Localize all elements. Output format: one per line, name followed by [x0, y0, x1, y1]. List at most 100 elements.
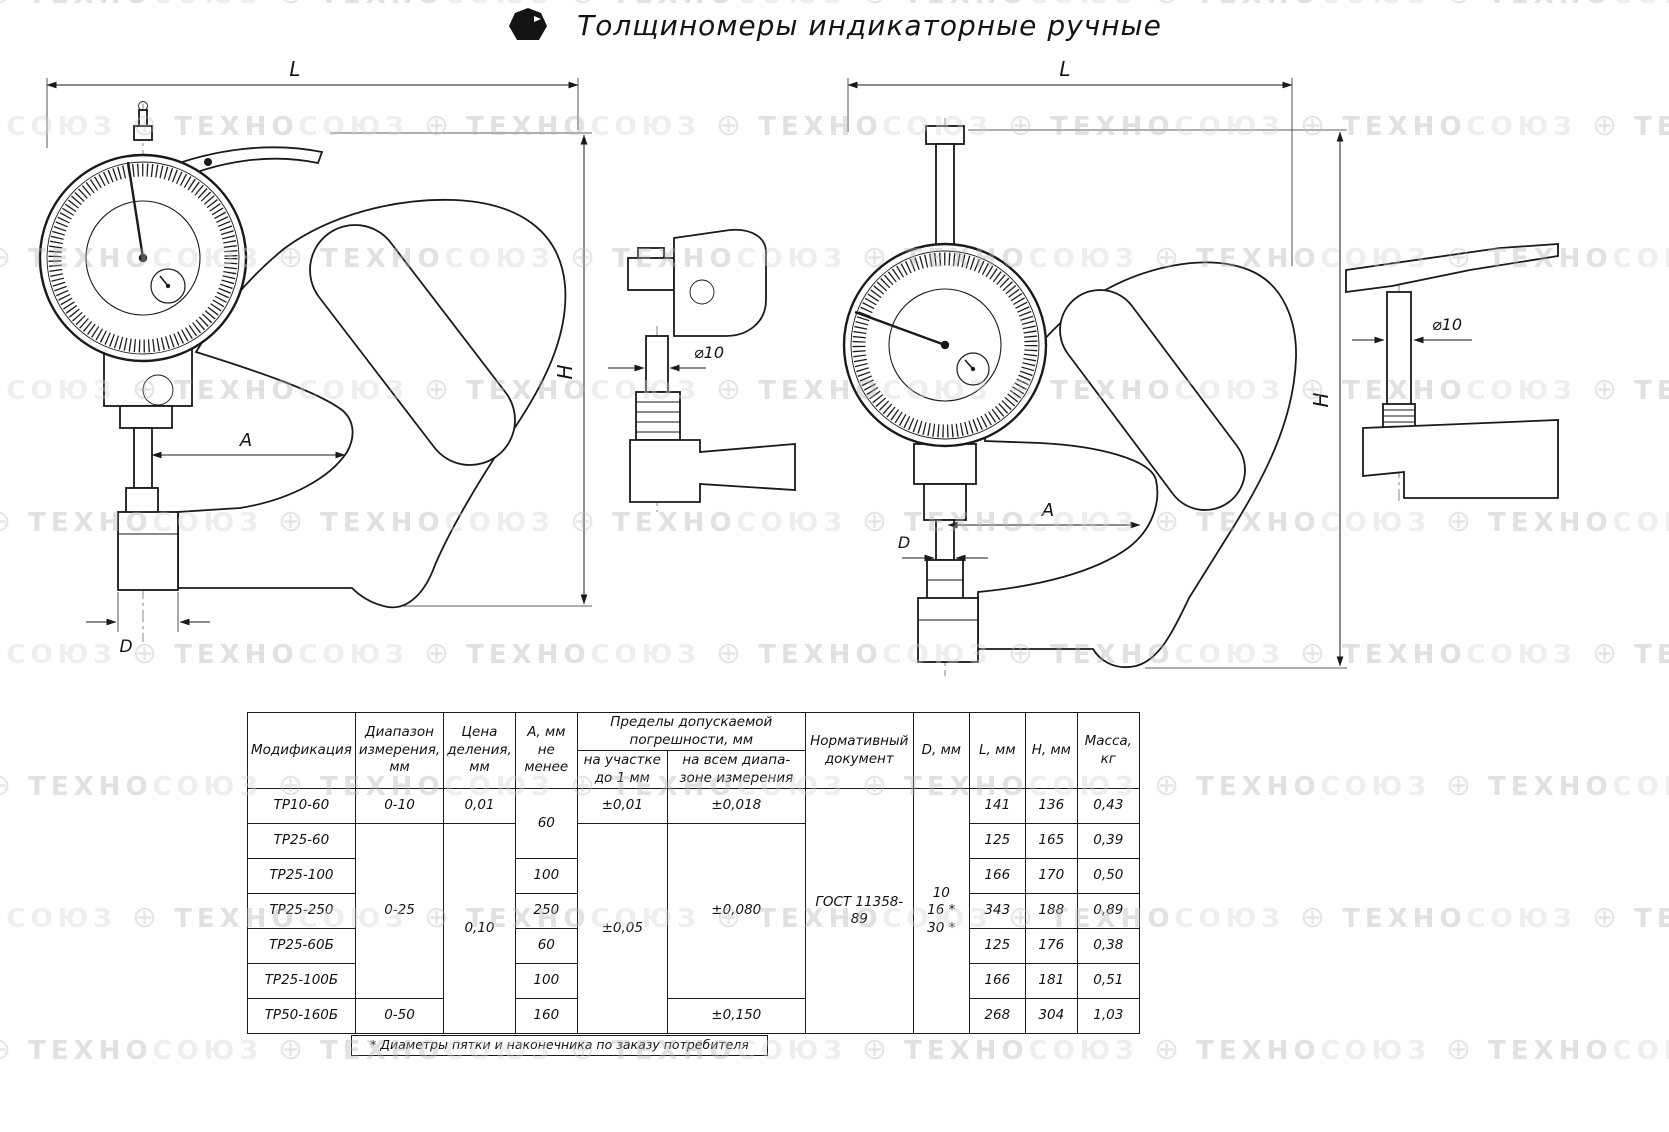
globe-icon: ⊕ — [1154, 1032, 1185, 1067]
right-dial-ticks — [852, 252, 1038, 438]
table-row: ТР25-60 0-25 0,10 ±0,05 ±0,080 125 165 0… — [247, 823, 1140, 1035]
header-cell-d: D, мм — [912, 711, 970, 790]
right-gauge-dimensions: L H A D — [847, 57, 1347, 669]
left-dial — [38, 153, 248, 363]
cell-doc: ГОСТ 11358-89 — [804, 788, 914, 1035]
right-spindle-housing — [913, 443, 977, 485]
cell-l: 343 — [968, 893, 1026, 930]
right-gauge-head-detail: ⌀10 — [1345, 243, 1559, 505]
cell-a: 60 — [514, 788, 578, 860]
left-stem-base — [133, 125, 153, 141]
globe-icon: ⊕ — [0, 768, 16, 803]
dim-label-H-left: H — [553, 364, 577, 379]
cell-mass: 1,03 — [1076, 998, 1140, 1035]
cell-mod: ТР25-60 — [247, 823, 356, 860]
cell-err2: ±0,080 — [666, 823, 806, 1000]
dim-label-dia10-left: ⌀10 — [694, 343, 724, 362]
detail-left-rod — [645, 335, 669, 393]
left-dial-ticks — [48, 163, 238, 353]
globe-icon: ⊕ — [0, 1032, 16, 1067]
detail-right-foot — [1362, 419, 1559, 499]
cell-l: 125 — [968, 823, 1026, 860]
page-title: Толщиномеры индикаторные ручные — [577, 8, 1162, 42]
globe-icon: ⊕ — [1446, 1032, 1477, 1067]
logo-stamp-icon: С — [509, 8, 548, 40]
header-cell-a-min: А, мм не менее — [514, 711, 578, 790]
left-gauge-head-detail: ⌀10 — [608, 228, 796, 512]
header-cell-division: Цена деления, мм — [443, 711, 516, 790]
left-frame-slot — [309, 224, 516, 466]
cell-l: 141 — [968, 788, 1026, 825]
dim-label-H-right: H — [1309, 392, 1333, 407]
cell-h: 304 — [1024, 998, 1078, 1035]
cell-a: 160 — [514, 998, 578, 1035]
cell-h: 136 — [1024, 788, 1078, 825]
right-anvil — [917, 597, 979, 663]
cell-err2: ±0,018 — [666, 788, 806, 825]
cell-err1: ±0,01 — [576, 788, 668, 825]
cell-range: 0-25 — [354, 823, 445, 1000]
right-plunger-cap — [925, 125, 965, 145]
left-dial-needle — [126, 161, 145, 259]
watermark-tile: ⊕ТЕХНОСОЮЗ — [0, 768, 263, 803]
header-cell-error-section: на участке до 1 мм — [576, 750, 668, 790]
dim-label-D-left: D — [119, 637, 132, 657]
cell-h: 188 — [1024, 893, 1078, 930]
detail-right-rod — [1386, 291, 1412, 407]
globe-icon: ⊕ — [1154, 768, 1185, 803]
left-spindle — [133, 427, 153, 489]
cell-mass: 0,43 — [1076, 788, 1140, 825]
cell-mod: ТР10-60 — [247, 788, 356, 825]
watermark-tile: ⊕ТЕХНОСОЮЗ — [1446, 768, 1669, 803]
right-plunger-rod — [935, 143, 955, 249]
detail-left-bands — [635, 391, 681, 441]
cell-a: 100 — [514, 858, 578, 895]
table-row: ТР50-160Б 0-50 160 ±0,150 268 304 1,03 — [247, 998, 1140, 1035]
technical-drawing: L H A D — [38, 57, 1559, 676]
watermark-tile: ⊕ТЕХНОСОЮЗ — [0, 904, 117, 934]
right-dial-needle — [854, 310, 946, 347]
watermark-tile: ⊕ТЕХНОСОЮЗ — [0, 1032, 263, 1067]
cell-l: 166 — [968, 858, 1026, 895]
table-row: ТР25-250 250 343 188 0,89 — [247, 893, 1140, 930]
spec-block: Модификация Диапазон измерения, мм Цена … — [247, 711, 1140, 1057]
right-frame — [977, 261, 1297, 669]
table-row: ТР10-60 0-10 0,01 60 ±0,01 ±0,018 ГОСТ 1… — [247, 788, 1140, 1035]
cell-h: 176 — [1024, 928, 1078, 965]
detail-left-foot — [629, 439, 796, 503]
cell-mod: ТР25-100Б — [247, 963, 356, 1000]
header-cell-error-limits: Пределы допускаемой погрешности, мм — [576, 711, 806, 752]
cell-mass: 0,51 — [1076, 963, 1140, 1000]
globe-icon: ⊕ — [1592, 900, 1623, 935]
watermark-tile: ⊕ТЕХНОСОЮЗ — [1446, 1032, 1669, 1067]
cell-division: 0,10 — [443, 823, 516, 1035]
left-gauge-dimensions: L H A D — [46, 57, 592, 657]
cell-mass: 0,38 — [1076, 928, 1140, 965]
header-cell-error-full: на всем диапа- зоне измерения — [666, 750, 806, 790]
header-cell-l: L, мм — [968, 711, 1026, 790]
spec-table: Модификация Диапазон измерения, мм Цена … — [247, 711, 1140, 1035]
cell-a: 60 — [514, 928, 578, 965]
cell-err2: ±0,150 — [666, 998, 806, 1035]
cell-range: 0-10 — [354, 788, 445, 825]
cell-l: 125 — [968, 928, 1026, 965]
left-spindle-collar — [125, 487, 159, 515]
dim-label-L-left: L — [289, 57, 300, 81]
watermark-tile: ⊕ТЕХНОСОЮЗ — [1592, 900, 1669, 935]
left-lever-pivot — [204, 158, 212, 166]
cell-mass: 0,39 — [1076, 823, 1140, 860]
detail-right-blade — [1345, 243, 1559, 294]
cell-h: 170 — [1024, 858, 1078, 895]
dim-label-A-right: A — [1041, 500, 1054, 521]
dim-label-D-right: D — [898, 533, 910, 552]
cell-err1: ±0,05 — [576, 823, 668, 1035]
header-cell-h: Н, мм — [1024, 711, 1078, 790]
left-lift-lever — [158, 146, 324, 184]
header-cell-document: Нормативный документ — [804, 711, 914, 790]
logo-letter: С — [522, 18, 535, 38]
table-row: ТР25-60Б 60 125 176 0,38 — [247, 928, 1140, 965]
cell-mass: 0,50 — [1076, 858, 1140, 895]
cell-mass: 0,89 — [1076, 893, 1140, 930]
sheet-header: С Толщиномеры индикаторные ручные — [0, 6, 1669, 44]
